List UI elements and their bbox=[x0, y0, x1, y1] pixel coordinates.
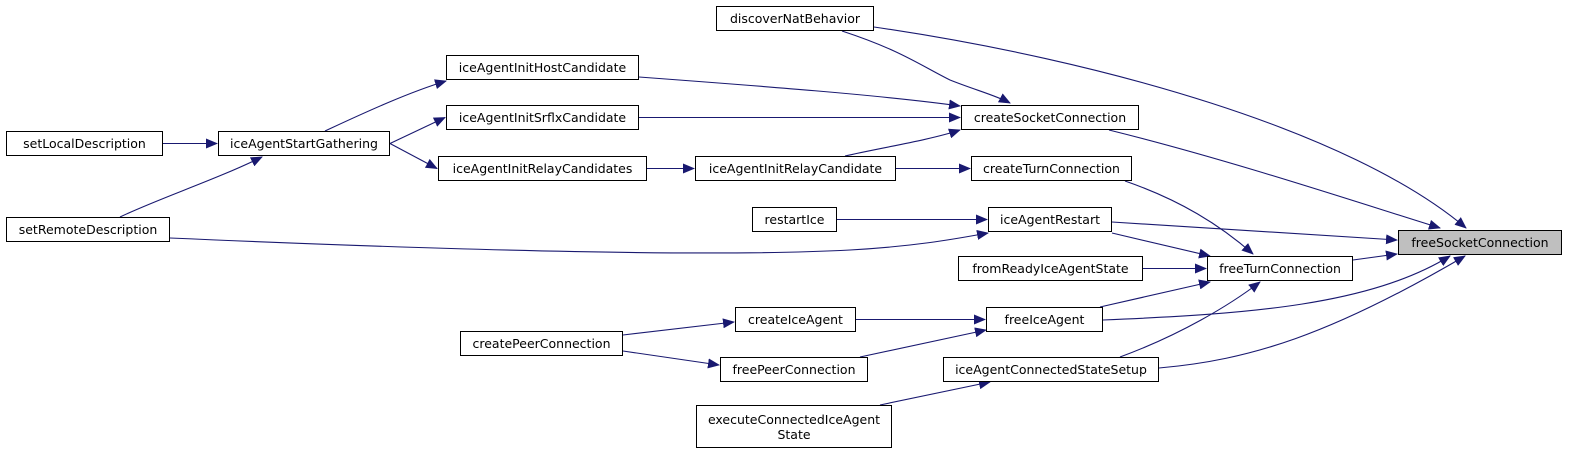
edge-freeTurnConnection-to-freeSocketConnection bbox=[1352, 250, 1398, 261]
node-iceAgentInitRelayCandidates[interactable]: iceAgentInitRelayCandidates bbox=[438, 156, 647, 181]
node-iceAgentInitSrflxCandidate[interactable]: iceAgentInitSrflxCandidate bbox=[446, 105, 639, 130]
edge-freePeerConnection-to-freeIceAgent bbox=[859, 327, 987, 358]
node-createSocketConnection[interactable]: createSocketConnection bbox=[961, 105, 1139, 130]
node-freePeerConnection[interactable]: freePeerConnection bbox=[720, 357, 868, 382]
node-setRemoteDescription[interactable]: setRemoteDescription bbox=[6, 217, 170, 242]
edge-discoverNatBehavior-to-createSocketConnection bbox=[841, 30, 1011, 104]
node-restartIce[interactable]: restartIce bbox=[752, 207, 837, 232]
node-iceAgentStartGathering[interactable]: iceAgentStartGathering bbox=[218, 131, 390, 156]
edge-createPeerConnection-to-freePeerConnection bbox=[622, 350, 720, 369]
edge-iceAgentConnectedStateSetup-to-freeSocketConnection bbox=[1158, 255, 1466, 369]
node-iceAgentConnectedStateSetup[interactable]: iceAgentConnectedStateSetup bbox=[943, 357, 1159, 382]
edge-iceAgentInitHostCandidate-to-createSocketConnection bbox=[638, 76, 961, 110]
edge-iceAgentRestart-to-freeSocketConnection bbox=[1111, 221, 1398, 245]
node-freeTurnConnection[interactable]: freeTurnConnection bbox=[1207, 256, 1353, 281]
edge-createSocketConnection-to-freeSocketConnection bbox=[1108, 129, 1441, 230]
edge-createPeerConnection-to-createIceAgent bbox=[622, 318, 735, 336]
edge-iceAgentConnectedStateSetup-to-freeTurnConnection bbox=[1119, 281, 1261, 358]
edge-iceAgentRestart-to-freeTurnConnection bbox=[1111, 232, 1211, 259]
node-setLocalDescription[interactable]: setLocalDescription bbox=[6, 131, 163, 156]
edge-iceAgentStartGathering-to-iceAgentInitHostCandidate bbox=[324, 79, 447, 132]
edge-iceAgentInitRelayCandidate-to-createSocketConnection bbox=[844, 128, 961, 157]
edge-executeConnectedIceAgentState-to-iceAgentConnectedStateSetup bbox=[879, 379, 991, 406]
node-createIceAgent[interactable]: createIceAgent bbox=[735, 307, 856, 332]
edge-setRemoteDescription-to-iceAgentRestart bbox=[169, 230, 989, 254]
node-freeIceAgent[interactable]: freeIceAgent bbox=[986, 307, 1103, 332]
edge-setRemoteDescription-to-iceAgentStartGathering bbox=[119, 156, 263, 218]
node-createTurnConnection[interactable]: createTurnConnection bbox=[971, 156, 1132, 181]
node-executeConnectedIceAgentState[interactable]: executeConnectedIceAgent State bbox=[696, 405, 892, 448]
node-iceAgentRestart[interactable]: iceAgentRestart bbox=[988, 207, 1112, 232]
node-discoverNatBehavior[interactable]: discoverNatBehavior bbox=[716, 6, 874, 31]
node-freeSocketConnection: freeSocketConnection bbox=[1398, 230, 1562, 255]
edge-iceAgentStartGathering-to-iceAgentInitSrflxCandidate bbox=[389, 117, 446, 144]
node-iceAgentInitRelayCandidate[interactable]: iceAgentInitRelayCandidate bbox=[695, 156, 896, 181]
node-fromReadyIceAgentState[interactable]: fromReadyIceAgentState bbox=[958, 256, 1143, 281]
edge-freeIceAgent-to-freeSocketConnection bbox=[1102, 255, 1451, 321]
edge-iceAgentStartGathering-to-iceAgentInitRelayCandidates bbox=[389, 143, 438, 169]
edge-freeIceAgent-to-freeTurnConnection bbox=[1099, 279, 1211, 308]
node-createPeerConnection[interactable]: createPeerConnection bbox=[460, 331, 623, 356]
edge-createTurnConnection-to-freeTurnConnection bbox=[1124, 180, 1254, 255]
node-iceAgentInitHostCandidate[interactable]: iceAgentInitHostCandidate bbox=[446, 55, 639, 80]
edge-discoverNatBehavior-to-freeSocketConnection bbox=[873, 26, 1467, 229]
